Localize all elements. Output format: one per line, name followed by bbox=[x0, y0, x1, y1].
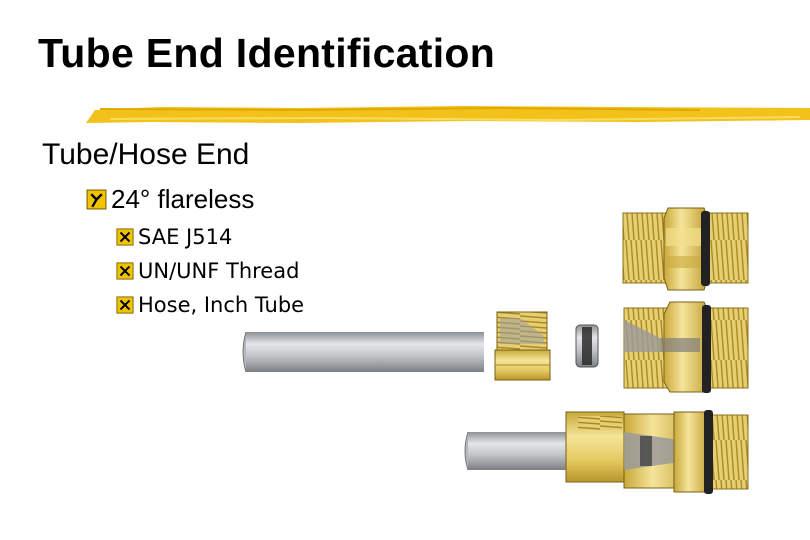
y-box-icon bbox=[86, 189, 107, 210]
bullet-level3-item: UN/UNF Thread bbox=[116, 259, 299, 283]
bullet-level3-text: SAE J514 bbox=[138, 225, 233, 249]
x-box-icon bbox=[116, 296, 134, 314]
bullet-level3-text: UN/UNF Thread bbox=[138, 259, 300, 283]
assembled-fitting bbox=[565, 410, 749, 494]
bullet-level3-text: Hose, Inch Tube bbox=[138, 293, 305, 317]
nut-middle bbox=[494, 311, 551, 381]
male-adapter-top bbox=[622, 207, 749, 291]
x-box-icon bbox=[116, 262, 134, 280]
slide-title: Tube End Identification bbox=[38, 30, 496, 76]
bullet-level1: Tube/Hose End bbox=[42, 138, 250, 171]
bullet-level2-text: 24° flareless bbox=[111, 184, 255, 214]
cutting-ring bbox=[575, 324, 599, 368]
bullet-level3-item: Hose, Inch Tube bbox=[116, 293, 304, 317]
body-middle bbox=[623, 301, 749, 393]
x-box-icon bbox=[116, 228, 134, 246]
bullet-level2: 24° flareless bbox=[86, 184, 254, 215]
bullet-level3-item: SAE J514 bbox=[116, 225, 232, 249]
straight-tube bbox=[242, 331, 484, 373]
title-underline bbox=[86, 106, 810, 123]
